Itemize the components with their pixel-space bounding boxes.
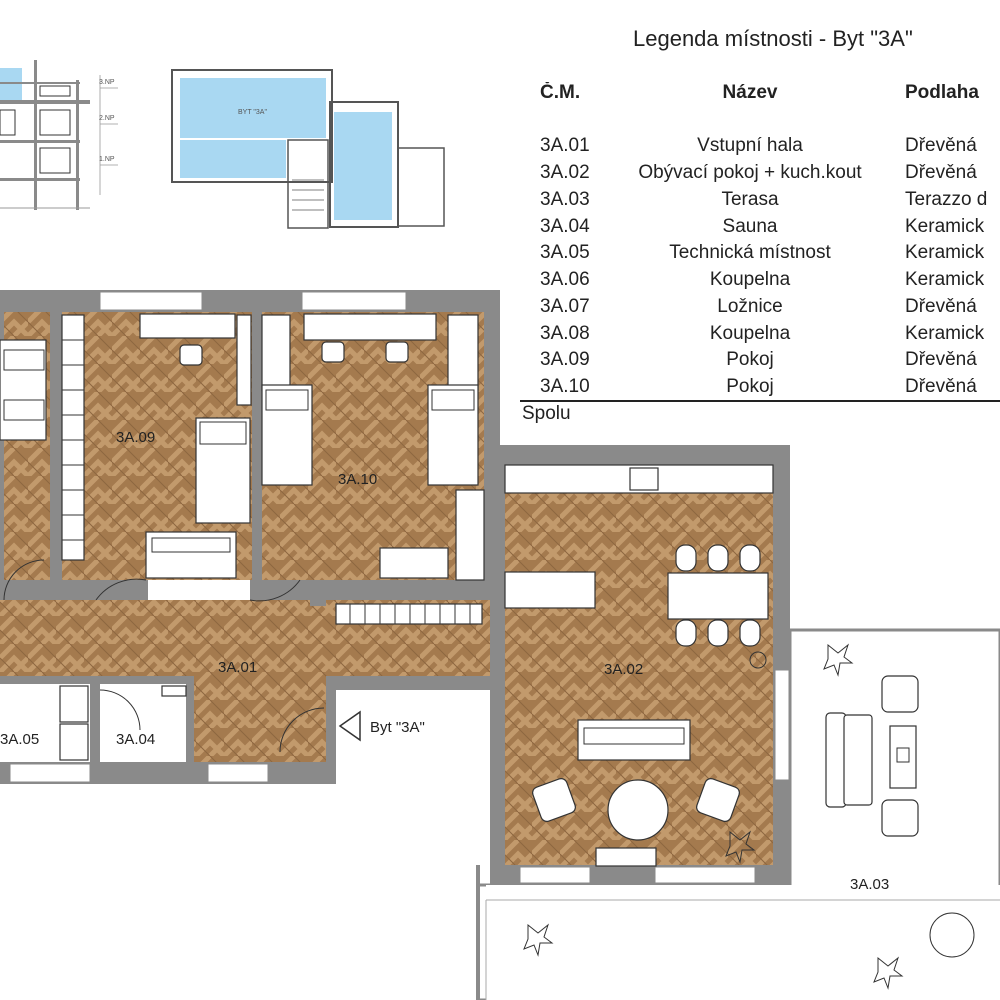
room-label-3a01: 3A.01 (218, 659, 257, 676)
section-drawing: 3.NP 2.NP 1.NP (0, 60, 118, 210)
legend-table: Č.M. Název Podlaha 3A.01 Vstupní hala Dř… (520, 82, 1000, 402)
legend-row-floor: Dřevěná (905, 135, 977, 156)
legend-row-name: Pokoj (726, 349, 774, 370)
legend-row-name: Pokoj (726, 376, 774, 397)
legend-total-divider (520, 400, 1000, 402)
key-plan-label: BYT "3A" (238, 109, 267, 116)
legend-row-id: 3A.07 (540, 296, 590, 317)
legend-row-id: 3A.04 (540, 216, 590, 237)
legend-row-id: 3A.06 (540, 269, 590, 290)
legend-row-floor: Keramick (905, 216, 985, 237)
legend-row-name: Obývací pokoj + kuch.kout (638, 162, 862, 183)
legend-row-name: Terasa (721, 189, 779, 210)
legend-row-id: 3A.09 (540, 349, 590, 370)
legend-row-id: 3A.10 (540, 376, 590, 397)
legend-row-id: 3A.01 (540, 135, 590, 156)
legend-header-name: Název (722, 82, 778, 103)
legend-row-id: 3A.03 (540, 189, 590, 210)
section-floor-2np: 2.NP (99, 115, 115, 122)
legend-title: Legenda místnosti - Byt "3A" (633, 26, 913, 51)
room-label-3a04: 3A.04 (116, 731, 155, 748)
legend-row-floor: Keramick (905, 242, 985, 263)
walls (0, 290, 790, 885)
room-labels: 3A.09 3A.10 3A.01 3A.02 3A.05 3A.04 3A.0… (0, 429, 889, 893)
entrance-marker: Byt "3A" (338, 710, 425, 742)
entrance-label: Byt "3A" (370, 719, 425, 736)
living-furniture (504, 464, 774, 867)
section-floor-3np: 3.NP (99, 79, 115, 86)
legend-total-label: Spolu (522, 403, 571, 424)
key-plan: BYT "3A" (171, 69, 445, 229)
legend-row-id: 3A.05 (540, 242, 590, 263)
legend-row-floor: Dřevěná (905, 162, 977, 183)
legend-header-id: Č.M. (540, 82, 581, 103)
room-label-3a05: 3A.05 (0, 731, 39, 748)
section-floor-1np: 1.NP (99, 156, 115, 163)
legend-row-floor: Dřevěná (905, 349, 977, 370)
room-label-3a02: 3A.02 (604, 661, 643, 678)
legend-row-id: 3A.08 (540, 323, 590, 344)
legend-row-name: Technická místnost (669, 242, 831, 263)
room-label-3a09: 3A.09 (116, 429, 155, 446)
legend-row-name: Koupelna (709, 269, 791, 290)
room-label-3a10: 3A.10 (338, 471, 377, 488)
legend-row-name: Koupelna (709, 323, 791, 344)
legend-row-floor: Dřevěná (905, 376, 977, 397)
legend-row-floor: Keramick (905, 269, 985, 290)
room-label-3a03: 3A.03 (850, 876, 889, 893)
terrace (476, 628, 1000, 1000)
bedroom-furniture (0, 313, 485, 581)
legend-row-floor: Terazzo d (905, 189, 988, 210)
legend-row-name: Vstupní hala (697, 135, 803, 156)
corridor-elements (3, 559, 483, 761)
legend-row-name: Ložnice (717, 296, 783, 317)
legend-row-id: 3A.02 (540, 162, 590, 183)
legend-row-name: Sauna (722, 216, 778, 237)
legend-row-floor: Dřevěná (905, 296, 977, 317)
legend-row-floor: Keramick (905, 323, 985, 344)
legend-header-floor: Podlaha (905, 82, 979, 103)
